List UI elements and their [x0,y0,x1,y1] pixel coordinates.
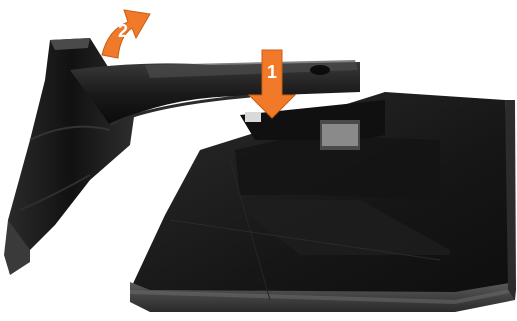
step-2-arrow: 2 [102,10,150,58]
step-2-label: 2 [118,21,128,41]
step-1-label: 1 [267,62,277,82]
monitor-back-panel [130,92,516,312]
release-button [245,112,261,122]
